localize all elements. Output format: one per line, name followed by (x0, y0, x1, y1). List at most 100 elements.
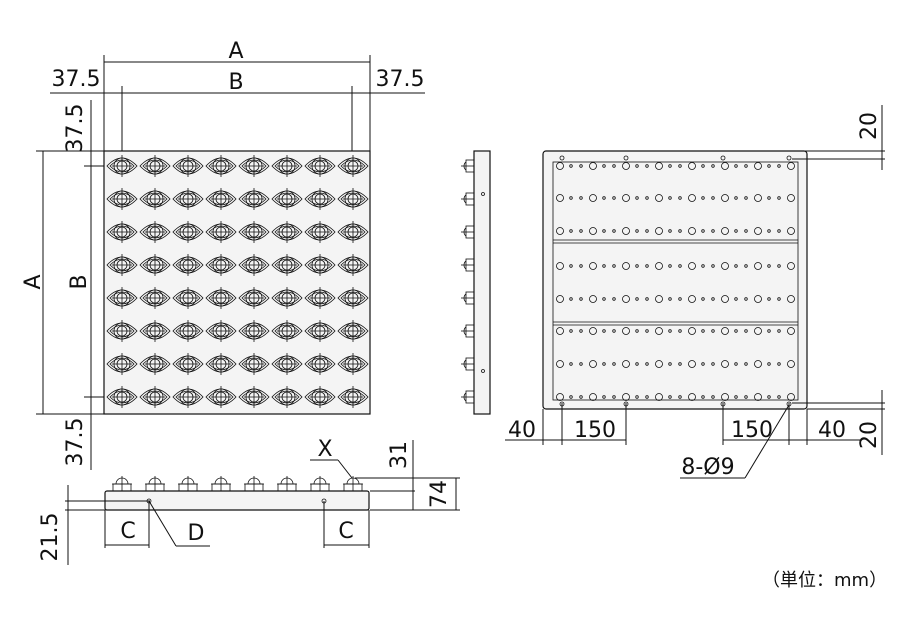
hole (688, 393, 696, 401)
ball-transfer-unit (172, 254, 204, 276)
hole (754, 327, 762, 335)
small-hole (777, 229, 781, 233)
small-hole (579, 264, 583, 268)
small-hole (767, 164, 771, 168)
ball-transfer-unit (172, 221, 204, 243)
ball-transfer-unit (172, 320, 204, 342)
hole-spec: 8-Ø9 (681, 455, 734, 480)
hole (721, 262, 729, 270)
small-hole (744, 229, 748, 233)
ball-transfer-unit (205, 155, 237, 177)
small-hole (579, 164, 583, 168)
small-hole (744, 362, 748, 366)
hole (556, 194, 564, 202)
small-hole (678, 229, 682, 233)
small-hole (767, 264, 771, 268)
dim-top-margin: 37.5 (63, 104, 88, 153)
dim-bottom-margin: 37.5 (63, 418, 88, 467)
hole (655, 194, 663, 202)
ball-transfer-unit (106, 353, 138, 375)
ball-transfer-unit (304, 320, 336, 342)
hole (655, 162, 663, 170)
ball-transfer-unit (106, 320, 138, 342)
small-hole (645, 229, 649, 233)
small-hole (701, 329, 705, 333)
small-hole (678, 196, 682, 200)
ball-transfer-unit (139, 188, 171, 210)
small-hole (579, 196, 583, 200)
small-hole (645, 395, 649, 399)
small-hole (734, 329, 738, 333)
small-hole (579, 362, 583, 366)
ball-transfer-unit (271, 287, 303, 309)
small-hole (579, 297, 583, 301)
hole (787, 162, 795, 170)
small-hole (635, 395, 639, 399)
dim-150-right: 150 (731, 418, 773, 443)
small-hole (767, 196, 771, 200)
small-hole (678, 264, 682, 268)
bottom-view-plate (542, 150, 808, 410)
ball-transfer-unit (271, 188, 303, 210)
small-hole (569, 264, 573, 268)
hole (754, 194, 762, 202)
hole (787, 360, 795, 368)
ball-transfer-unit (337, 188, 369, 210)
small-hole (668, 196, 672, 200)
ball-transfer-unit (172, 155, 204, 177)
hole (754, 162, 762, 170)
hole (787, 227, 795, 235)
hole (688, 162, 696, 170)
ball-transfer-unit (337, 155, 369, 177)
small-hole (635, 297, 639, 301)
ball-transfer-unit (271, 254, 303, 276)
small-hole (668, 297, 672, 301)
small-hole (645, 264, 649, 268)
small-hole (734, 264, 738, 268)
ball-transfer-unit (238, 287, 270, 309)
small-hole (635, 229, 639, 233)
ball-transfer-unit (271, 386, 303, 408)
hole (787, 295, 795, 303)
small-hole (767, 297, 771, 301)
hole (622, 162, 630, 170)
small-hole (711, 164, 715, 168)
small-hole (635, 329, 639, 333)
small-hole (777, 395, 781, 399)
small-hole (711, 196, 715, 200)
dim-C-right: C (338, 519, 353, 544)
hole (721, 227, 729, 235)
hole (589, 327, 597, 335)
ball-transfer-unit (106, 386, 138, 408)
small-hole (777, 264, 781, 268)
small-hole (602, 395, 606, 399)
hole (754, 295, 762, 303)
small-hole (602, 164, 606, 168)
hole (721, 360, 729, 368)
front-view (104, 476, 370, 511)
small-hole (645, 362, 649, 366)
small-hole (579, 395, 583, 399)
hole (688, 262, 696, 270)
dim-40-right: 40 (818, 418, 846, 443)
small-hole (777, 362, 781, 366)
small-hole (668, 264, 672, 268)
top-view (103, 150, 371, 415)
small-hole (734, 196, 738, 200)
ball-transfer-unit (205, 287, 237, 309)
hole (655, 227, 663, 235)
small-hole (678, 329, 682, 333)
units-label: （単位：mm） (762, 570, 888, 591)
small-hole (635, 362, 639, 366)
small-hole (612, 164, 616, 168)
small-hole (678, 164, 682, 168)
small-hole (744, 164, 748, 168)
dim-D: D (188, 521, 205, 546)
small-hole (701, 229, 705, 233)
ball-transfer-unit (238, 386, 270, 408)
dim-right-margin: 37.5 (376, 67, 425, 92)
small-hole (645, 297, 649, 301)
side-view (461, 150, 491, 415)
small-hole (711, 329, 715, 333)
hole (556, 295, 564, 303)
